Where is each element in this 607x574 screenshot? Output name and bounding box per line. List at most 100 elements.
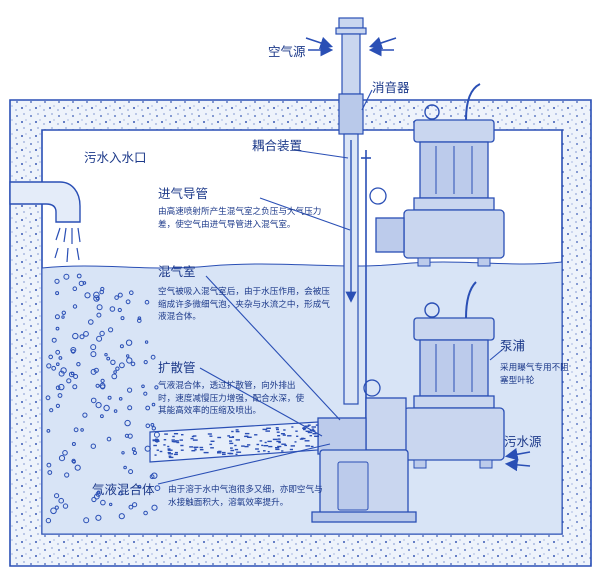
- jet-speck: [235, 430, 240, 433]
- jet-speck: [191, 450, 196, 452]
- bubble: [100, 414, 104, 419]
- jet-speck: [301, 437, 306, 440]
- jet-speck: [209, 443, 213, 446]
- bubble: [113, 409, 118, 413]
- jet-speck: [307, 424, 311, 426]
- jet-speck: [275, 448, 280, 451]
- jet-speck: [174, 451, 178, 454]
- bubble: [119, 362, 125, 369]
- bubble: [58, 497, 65, 504]
- bubble: [137, 316, 142, 321]
- upper-pump: [369, 83, 505, 267]
- bubble: [64, 472, 70, 478]
- jet-speck: [305, 445, 311, 447]
- bubble: [106, 436, 112, 442]
- bubble: [128, 504, 134, 510]
- bubble: [90, 351, 97, 358]
- bubble: [74, 464, 81, 471]
- bubble: [126, 354, 130, 358]
- bubble: [57, 393, 63, 398]
- jet-speck: [231, 430, 234, 433]
- jet-speck: [217, 436, 222, 439]
- bubble: [151, 402, 156, 407]
- jet-speck: [235, 429, 239, 431]
- jet-speck: [230, 447, 233, 449]
- jet-speck: [217, 451, 220, 453]
- jet-speck: [241, 445, 245, 447]
- bubble: [132, 450, 137, 455]
- jet-speck: [244, 445, 249, 448]
- bubble: [58, 356, 63, 360]
- jet-speck: [247, 436, 252, 438]
- jet-speck: [284, 444, 287, 447]
- bubble: [55, 403, 61, 408]
- jet-speck: [311, 428, 315, 430]
- jet-speck: [199, 449, 204, 451]
- bubble: [56, 362, 60, 367]
- bubble: [55, 349, 61, 355]
- bubble: [117, 307, 122, 313]
- jet-speck: [312, 433, 317, 435]
- cable-icon: [465, 83, 481, 121]
- bubble: [125, 339, 133, 346]
- bubble: [82, 412, 88, 418]
- bubble: [123, 465, 127, 470]
- bubble: [91, 496, 97, 503]
- inlet-label: 污水入水口: [84, 150, 147, 165]
- bubble: [117, 292, 123, 298]
- jet-speck: [281, 443, 286, 445]
- jet-speck: [276, 428, 279, 431]
- jet-speck: [230, 449, 235, 452]
- bubble: [55, 326, 60, 331]
- jet-speck: [275, 447, 280, 449]
- bubble: [143, 391, 148, 396]
- air-source-label: 空气源: [268, 44, 306, 59]
- bubble: [46, 462, 52, 468]
- jet-speck: [173, 453, 178, 456]
- jet-speck: [290, 445, 295, 447]
- bubble: [80, 428, 84, 432]
- bubble: [150, 354, 156, 360]
- bubble: [82, 281, 87, 285]
- jet-speck: [194, 449, 197, 451]
- jet-speck: [173, 441, 177, 443]
- bubble: [54, 314, 60, 320]
- jet-speck: [167, 445, 170, 448]
- jet-speck: [180, 444, 184, 447]
- bubble: [128, 469, 134, 475]
- bubble: [70, 349, 76, 354]
- jet-speck: [192, 439, 198, 441]
- jet-speck: [221, 451, 226, 454]
- gas-liquid-label: 气液混合体: [92, 482, 155, 497]
- bubble: [109, 306, 116, 312]
- jet-speck: [168, 453, 173, 455]
- bubble: [66, 378, 72, 384]
- jet-speck: [268, 445, 273, 448]
- bubble: [145, 423, 151, 429]
- bubble: [47, 470, 53, 475]
- bubble: [55, 291, 60, 296]
- jet-speck: [272, 438, 278, 441]
- jet-speck: [294, 441, 297, 443]
- jet-speck: [222, 453, 226, 456]
- jet-speck: [167, 449, 173, 451]
- jet-speck: [203, 451, 209, 454]
- bubble: [150, 423, 155, 427]
- jet-speck: [176, 441, 180, 444]
- jet-speck: [163, 444, 166, 446]
- jet-speck: [210, 440, 215, 442]
- bubble: [151, 504, 158, 511]
- bubble: [130, 361, 136, 367]
- bubble: [88, 319, 94, 325]
- jet-speck: [156, 449, 159, 451]
- bubble: [63, 273, 70, 280]
- bubble: [93, 493, 100, 500]
- water-arrow-icon: [504, 447, 531, 472]
- bubble: [118, 491, 123, 496]
- jet-speck: [218, 450, 222, 453]
- bubble: [118, 397, 123, 401]
- bubble: [79, 334, 85, 340]
- jet-speck: [154, 454, 157, 456]
